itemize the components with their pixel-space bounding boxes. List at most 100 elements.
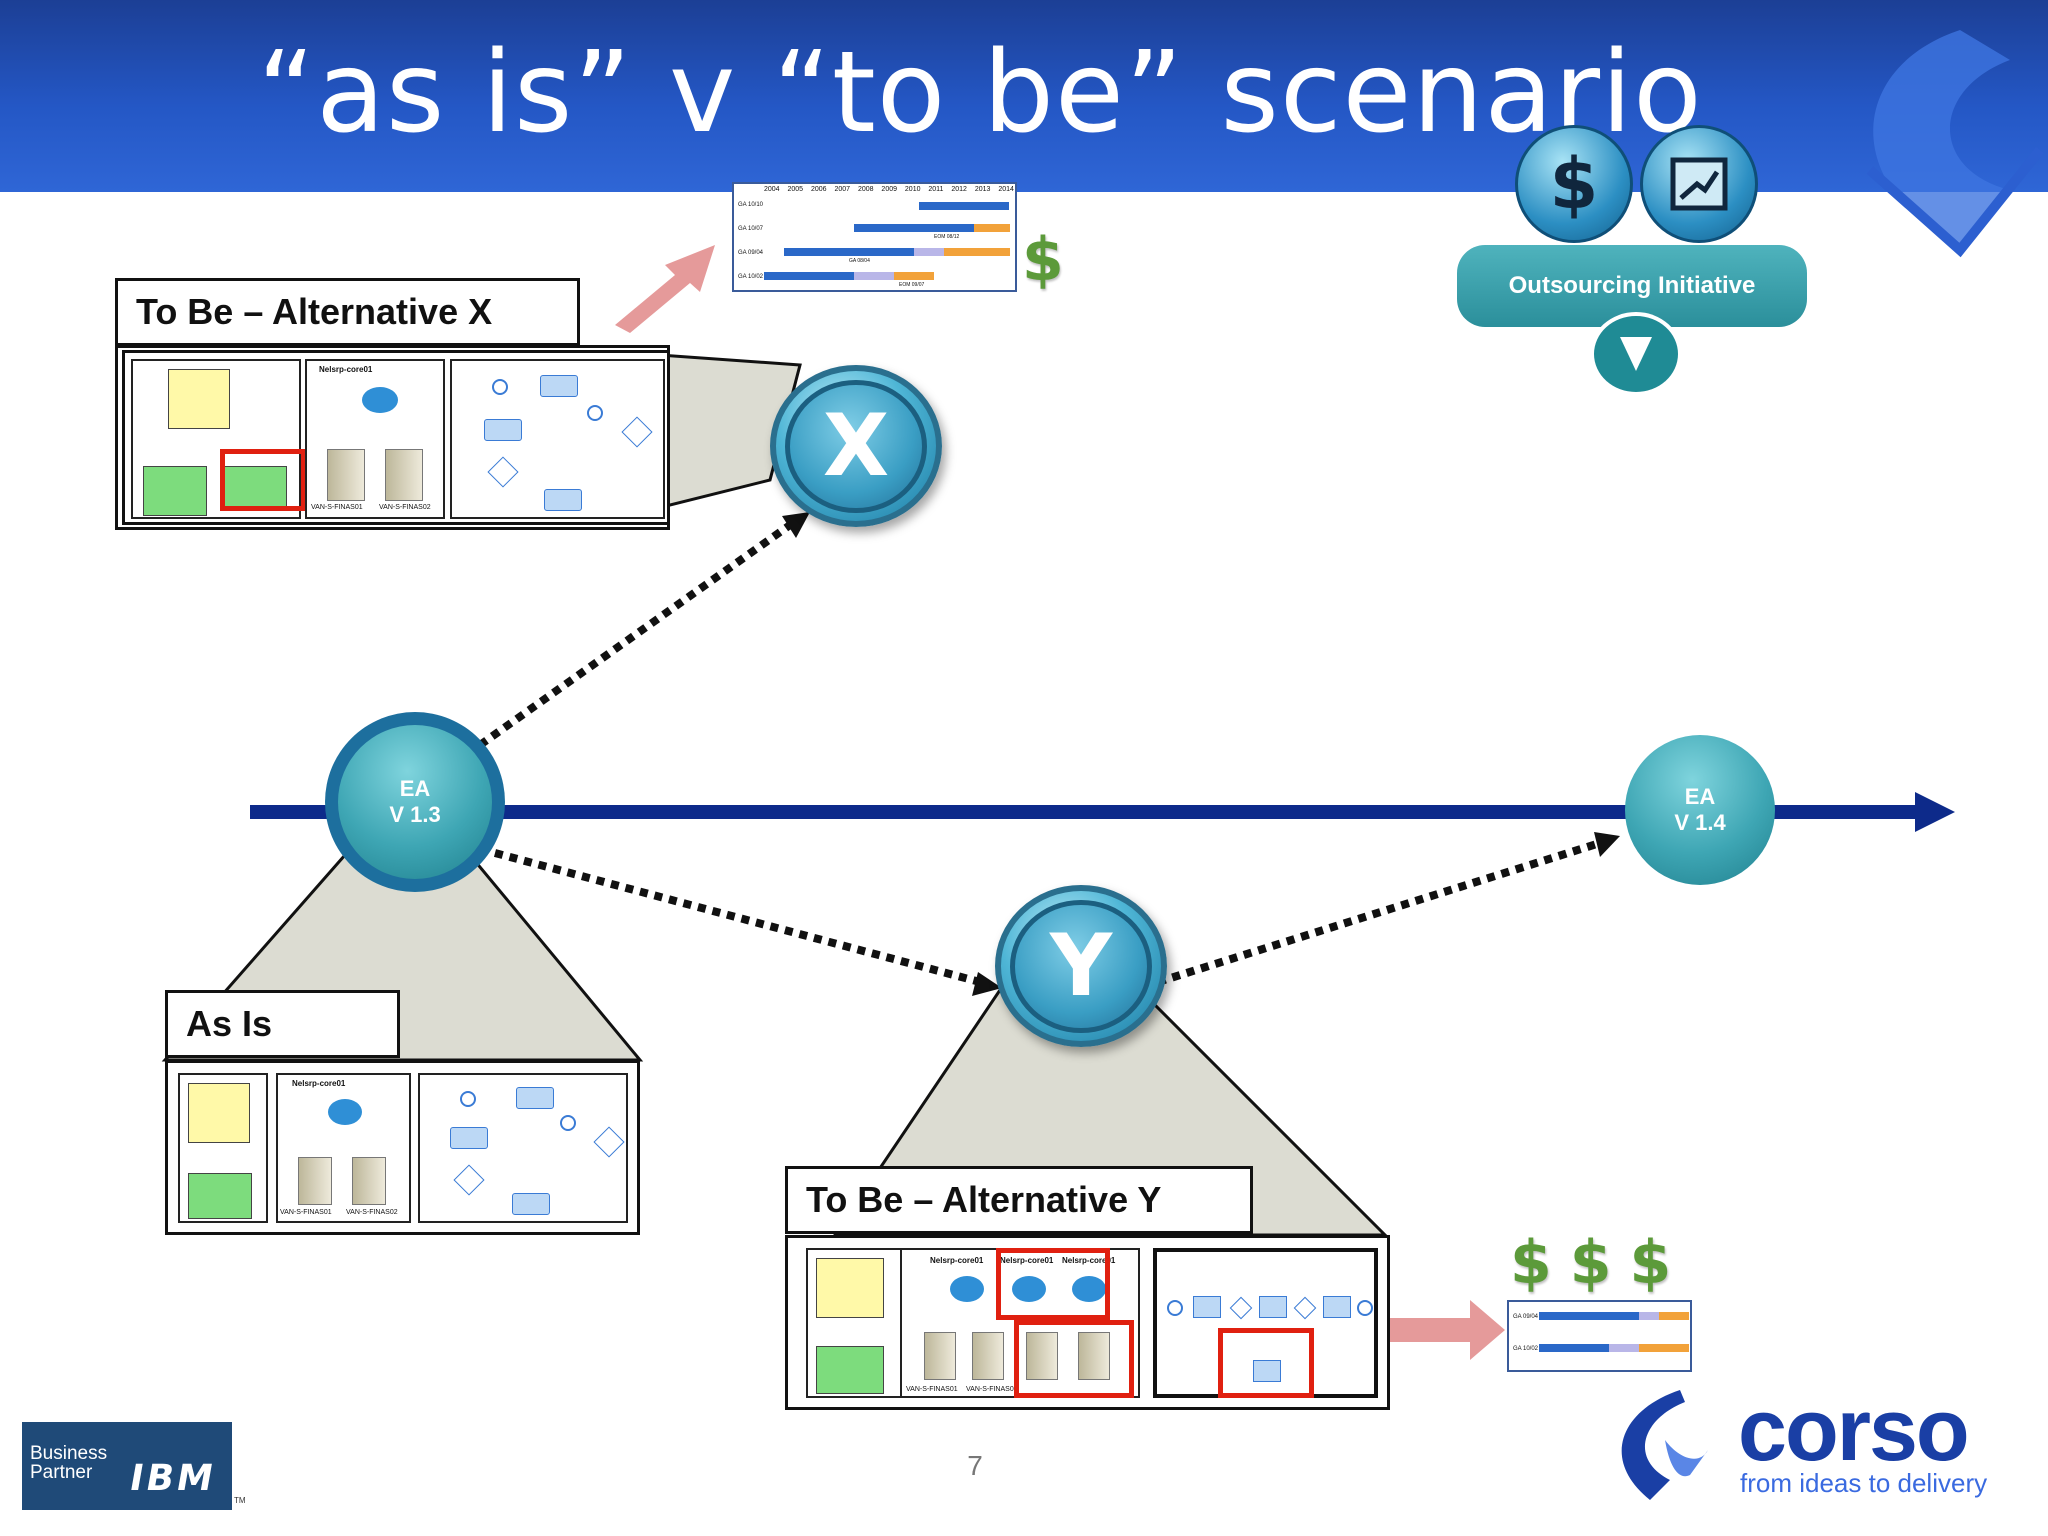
corner-swoosh-graphic [1866, 30, 2044, 258]
ibm-mark: IBM [126, 1458, 220, 1499]
highlight-box [220, 449, 306, 511]
server-icon [1026, 1332, 1058, 1380]
dollar-icon: $ [1515, 125, 1633, 243]
server-b-label: VAN-S-FINAS02 [379, 504, 431, 511]
gantt-row-label: GA 09/04 [738, 250, 764, 256]
flow-gateway [453, 1164, 485, 1196]
gantt-bar [1609, 1344, 1639, 1352]
flow-task [1193, 1296, 1221, 1318]
gantt-bar [919, 202, 1009, 210]
flow-gateway [487, 456, 519, 488]
router-icon [1012, 1276, 1046, 1302]
alternative-x-node[interactable]: X [770, 365, 942, 527]
arrow-y-to-gantt [1390, 1300, 1505, 1360]
alternative-y-letter: Y [1010, 899, 1152, 1033]
gantt-bar [1539, 1344, 1609, 1352]
flow-task [1259, 1296, 1287, 1318]
ea-v14-node[interactable]: EA V 1.4 [1625, 735, 1775, 885]
slide-title: “as is” v “to be” scenario [257, 28, 1703, 158]
ea-v13-line2: V 1.3 [389, 802, 441, 827]
triangle-down-icon[interactable] [1590, 312, 1682, 396]
ea-v13-node[interactable]: EA V 1.3 [338, 725, 492, 879]
chart-growth-icon [1640, 125, 1758, 243]
server-title: Nelsrp-core01 [930, 1256, 984, 1265]
gantt-label: EOM 09/07 [899, 282, 925, 288]
flow-task [484, 419, 522, 441]
connector-y-to-ea [1156, 839, 1602, 986]
alternative-y-node[interactable]: Y [995, 885, 1167, 1047]
flow-task [450, 1127, 488, 1149]
arrow-x-to-gantt [615, 245, 715, 333]
flow-thumbnail [418, 1073, 628, 1223]
roadmap-gantt-y: GA 09/04 GA 10/02 [1507, 1300, 1692, 1372]
server-title: Nelsrp-core01 [319, 365, 373, 374]
ea-v14-line1: EA [1684, 784, 1716, 809]
gantt-row-label: GA 10/02 [1513, 1346, 1539, 1352]
flow-task [512, 1193, 550, 1215]
server-icon [1078, 1332, 1110, 1380]
ibm-tm: TM [234, 1496, 246, 1505]
connector-to-y [493, 849, 982, 986]
erd-entity-overseas [188, 1173, 252, 1219]
erd-thumbnail [178, 1073, 268, 1223]
erd-entity-overseas [143, 466, 207, 516]
gantt-bar [894, 272, 934, 280]
timeline-arrowhead [1915, 792, 1955, 832]
flow-start-event [1167, 1300, 1183, 1316]
gantt-row-label: GA 10/10 [738, 202, 764, 208]
ibm-logo-text: Business Partner [30, 1443, 108, 1483]
server-icon [352, 1157, 386, 1205]
server-a-label: VAN-S-FINAS01 [280, 1209, 332, 1216]
server-icon [924, 1332, 956, 1380]
alt-x-thumbnails: Nelsrp-core01 VAN-S-FINAS01 VAN-S-FINAS0… [122, 350, 670, 525]
as-is-thumbnails: Nelsrp-core01 VAN-S-FINAS01 VAN-S-FINAS0… [165, 1060, 640, 1235]
alternative-x-letter: X [785, 379, 927, 513]
flow-task [1323, 1296, 1351, 1318]
highlight-box [1014, 1320, 1134, 1398]
gantt-row-label: GA 10/07 [738, 226, 764, 232]
erd-entity-customer [168, 369, 230, 429]
ea-v14-line2: V 1.4 [1674, 810, 1726, 835]
gantt-bar [764, 272, 854, 280]
server-a-label: VAN-S-FINAS01 [311, 504, 363, 511]
flow-gateway [1293, 1296, 1317, 1320]
erd-entity-customer [188, 1083, 250, 1143]
highlight-box [996, 1248, 1110, 1320]
dollar-sign: $ [1629, 1228, 1672, 1298]
server-icon [298, 1157, 332, 1205]
server-icon [385, 449, 423, 501]
router-icon [1072, 1276, 1106, 1302]
flow-end-event [587, 405, 603, 421]
gantt-label: GA 08/04 [849, 258, 870, 264]
server-title: Nelsrp-core01 [1062, 1256, 1116, 1265]
flow-task [516, 1087, 554, 1109]
flow-task [1253, 1360, 1281, 1382]
gantt-bar [1659, 1312, 1689, 1320]
server-b-label: VAN-S-FINAS02 [346, 1209, 398, 1216]
flow-thumbnail [1153, 1248, 1378, 1398]
server-b-label: VAN-S-FINAS02 [966, 1386, 1018, 1393]
flow-gateway [1229, 1296, 1253, 1320]
page-number: 7 [967, 1450, 983, 1481]
gantt-bar [854, 224, 974, 232]
alt-y-label: To Be – Alternative Y [785, 1166, 1253, 1234]
dollar-sign: $ [1569, 1228, 1612, 1298]
erd-entity-overseas [816, 1346, 884, 1394]
gantt-row-label: GA 10/02 [738, 274, 764, 280]
flow-task [540, 375, 578, 397]
gantt-bar [854, 272, 894, 280]
corso-tagline: from ideas to delivery [1740, 1468, 1988, 1498]
cost-dollar-x: $ [1022, 225, 1064, 295]
dollar-sign: $ [1510, 1228, 1552, 1298]
corso-logo-name: corso [1738, 1380, 1970, 1479]
flow-task [544, 489, 582, 511]
alt-y-thumbnails: Nelsrp-core01 Nelsrp-core01 Nelsrp-core0… [785, 1235, 1390, 1410]
ea-v13-line1: EA [399, 776, 431, 801]
flow-end-event [1357, 1300, 1373, 1316]
gantt-bar [1539, 1312, 1639, 1320]
erd-entity-customer [816, 1258, 884, 1318]
server-title: Nelsrp-core01 [292, 1079, 346, 1088]
gantt-bar [944, 248, 1010, 256]
gantt-bar [1639, 1344, 1689, 1352]
